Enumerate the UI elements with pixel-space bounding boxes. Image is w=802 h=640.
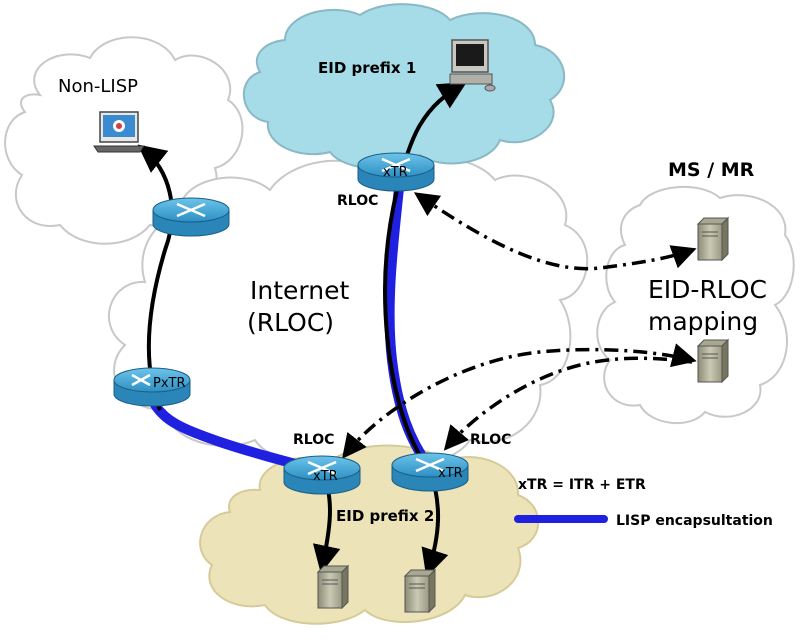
laptop-icon: [93, 111, 145, 153]
eid-prefix-1-label: EID prefix 1: [318, 59, 416, 77]
eid-prefix-2-cloud: [199, 444, 540, 625]
legend-xtr-definition: xTR = ITR + ETR: [518, 477, 646, 493]
server-icon: [316, 564, 350, 610]
xtr-top-label: xTR: [383, 165, 408, 180]
non-lisp-label: Non-LISP: [58, 76, 138, 97]
legend: xTR = ITR + ETR LISP encapsultation: [514, 477, 773, 529]
router-icon: [307, 460, 337, 476]
eid-rloc-mapping-line2: mapping: [648, 307, 758, 336]
router-icon: [381, 157, 411, 173]
computer-icon: [449, 39, 496, 92]
xtr-bottom-left-label: xTR: [313, 469, 338, 484]
xtr-bottom-right-label: xTR: [438, 466, 463, 481]
eid-prefix-1-cloud: [242, 3, 566, 170]
eid-prefix-2-label: EID prefix 2: [336, 507, 434, 525]
arrow-pxtr-to-nonlisp: [137, 144, 174, 411]
xtr-bottom-right-rloc-label: RLOC: [470, 432, 511, 448]
server-icon: [696, 216, 730, 262]
router-icon: [176, 202, 206, 218]
legend-encapsulation-label: LISP encapsultation: [616, 513, 773, 529]
router-icon: [131, 373, 151, 387]
encap-path-pxtr-to-xtr: [145, 390, 323, 475]
router-xtr-bottom-right: [391, 452, 469, 492]
xtr-top-rloc-label: RLOC: [337, 193, 378, 209]
xtr-bottom-left-rloc-label: RLOC: [293, 432, 334, 448]
ms-mr-title: MS / MR: [668, 159, 755, 181]
map-arrow-mid-right: [443, 356, 693, 451]
router-icon: [415, 457, 445, 473]
router-xtr-top: [357, 152, 435, 192]
pxtr-label: PxTR: [153, 376, 186, 391]
mapping-arrows: [341, 192, 697, 459]
server-icon: [696, 338, 730, 384]
eid-rloc-mapping-line1: EID-RLOC: [648, 275, 767, 304]
router-xtr-bottom-left: [283, 455, 361, 495]
ms-mr-cloud: [596, 185, 795, 425]
internet-label-line2: (RLOC): [247, 308, 334, 337]
internet-label-line1: Internet: [250, 276, 349, 305]
server-icon: [403, 568, 437, 614]
map-arrow-top: [413, 192, 697, 271]
router-pxtr: [113, 367, 191, 407]
router-nonlisp: [152, 197, 230, 237]
